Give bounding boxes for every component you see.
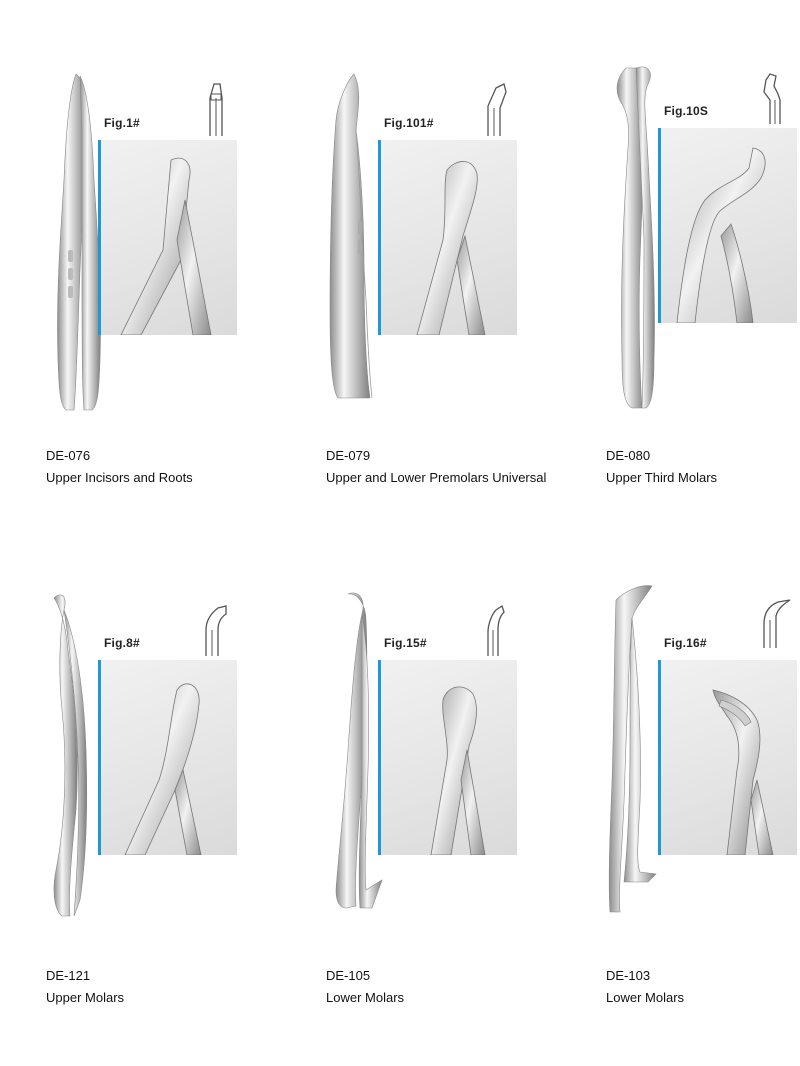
forceps-image bbox=[335, 592, 383, 909]
forceps-image bbox=[616, 66, 655, 409]
forceps-image bbox=[53, 594, 88, 917]
product-card[interactable]: Fig.1# DE-076 Upper Incisors and Roots bbox=[46, 70, 306, 540]
product-name: Upper Molars bbox=[46, 990, 125, 1005]
tip-profile-icon bbox=[487, 604, 505, 656]
product-name: Lower Molars bbox=[606, 990, 685, 1005]
product-code: DE-080 bbox=[606, 448, 651, 463]
product-card[interactable]: Fig.15# DE-105 Lower Molars bbox=[326, 590, 586, 1060]
tip-profile-icon bbox=[209, 83, 223, 136]
product-code: DE-103 bbox=[606, 968, 651, 983]
tip-detail-photo bbox=[658, 660, 797, 855]
product-name: Lower Molars bbox=[326, 990, 405, 1005]
product-code: DE-121 bbox=[46, 968, 91, 983]
figure-label: Fig.1# bbox=[104, 116, 140, 130]
figure-label: Fig.16# bbox=[664, 636, 707, 650]
product-card[interactable]: Fig.8# DE-121 Upper Molars bbox=[46, 590, 306, 1060]
tip-detail-photo bbox=[378, 660, 517, 855]
product-code: DE-076 bbox=[46, 448, 91, 463]
figure-label: Fig.15# bbox=[384, 636, 427, 650]
forceps-image bbox=[329, 73, 373, 399]
product-code: DE-079 bbox=[326, 448, 371, 463]
tip-profile-icon bbox=[205, 605, 227, 656]
product-name: Upper Incisors and Roots bbox=[46, 470, 193, 485]
product-code: DE-105 bbox=[326, 968, 371, 983]
product-card[interactable]: Fig.101# DE-079 Upper and Lower Premolar… bbox=[326, 70, 586, 540]
tip-profile-icon bbox=[763, 599, 791, 648]
product-name: Upper Third Molars bbox=[606, 470, 718, 485]
tip-profile-icon bbox=[763, 73, 781, 124]
tip-detail-photo bbox=[98, 140, 237, 335]
product-card[interactable]: Fig.16# DE-103 Lower Molars bbox=[606, 582, 800, 1052]
tip-detail-photo bbox=[98, 660, 237, 855]
tip-detail-photo bbox=[658, 128, 797, 323]
product-card[interactable]: Fig.10S DE-080 Upper Third Molars bbox=[606, 58, 800, 528]
figure-label: Fig.101# bbox=[384, 116, 434, 130]
forceps-image bbox=[608, 585, 657, 913]
product-name: Upper and Lower Premolars Universal bbox=[326, 470, 547, 485]
tip-profile-icon bbox=[487, 83, 507, 136]
forceps-image bbox=[57, 73, 101, 411]
figure-label: Fig.10S bbox=[664, 104, 709, 118]
tip-detail-photo bbox=[378, 140, 517, 335]
figure-label: Fig.8# bbox=[104, 636, 140, 650]
